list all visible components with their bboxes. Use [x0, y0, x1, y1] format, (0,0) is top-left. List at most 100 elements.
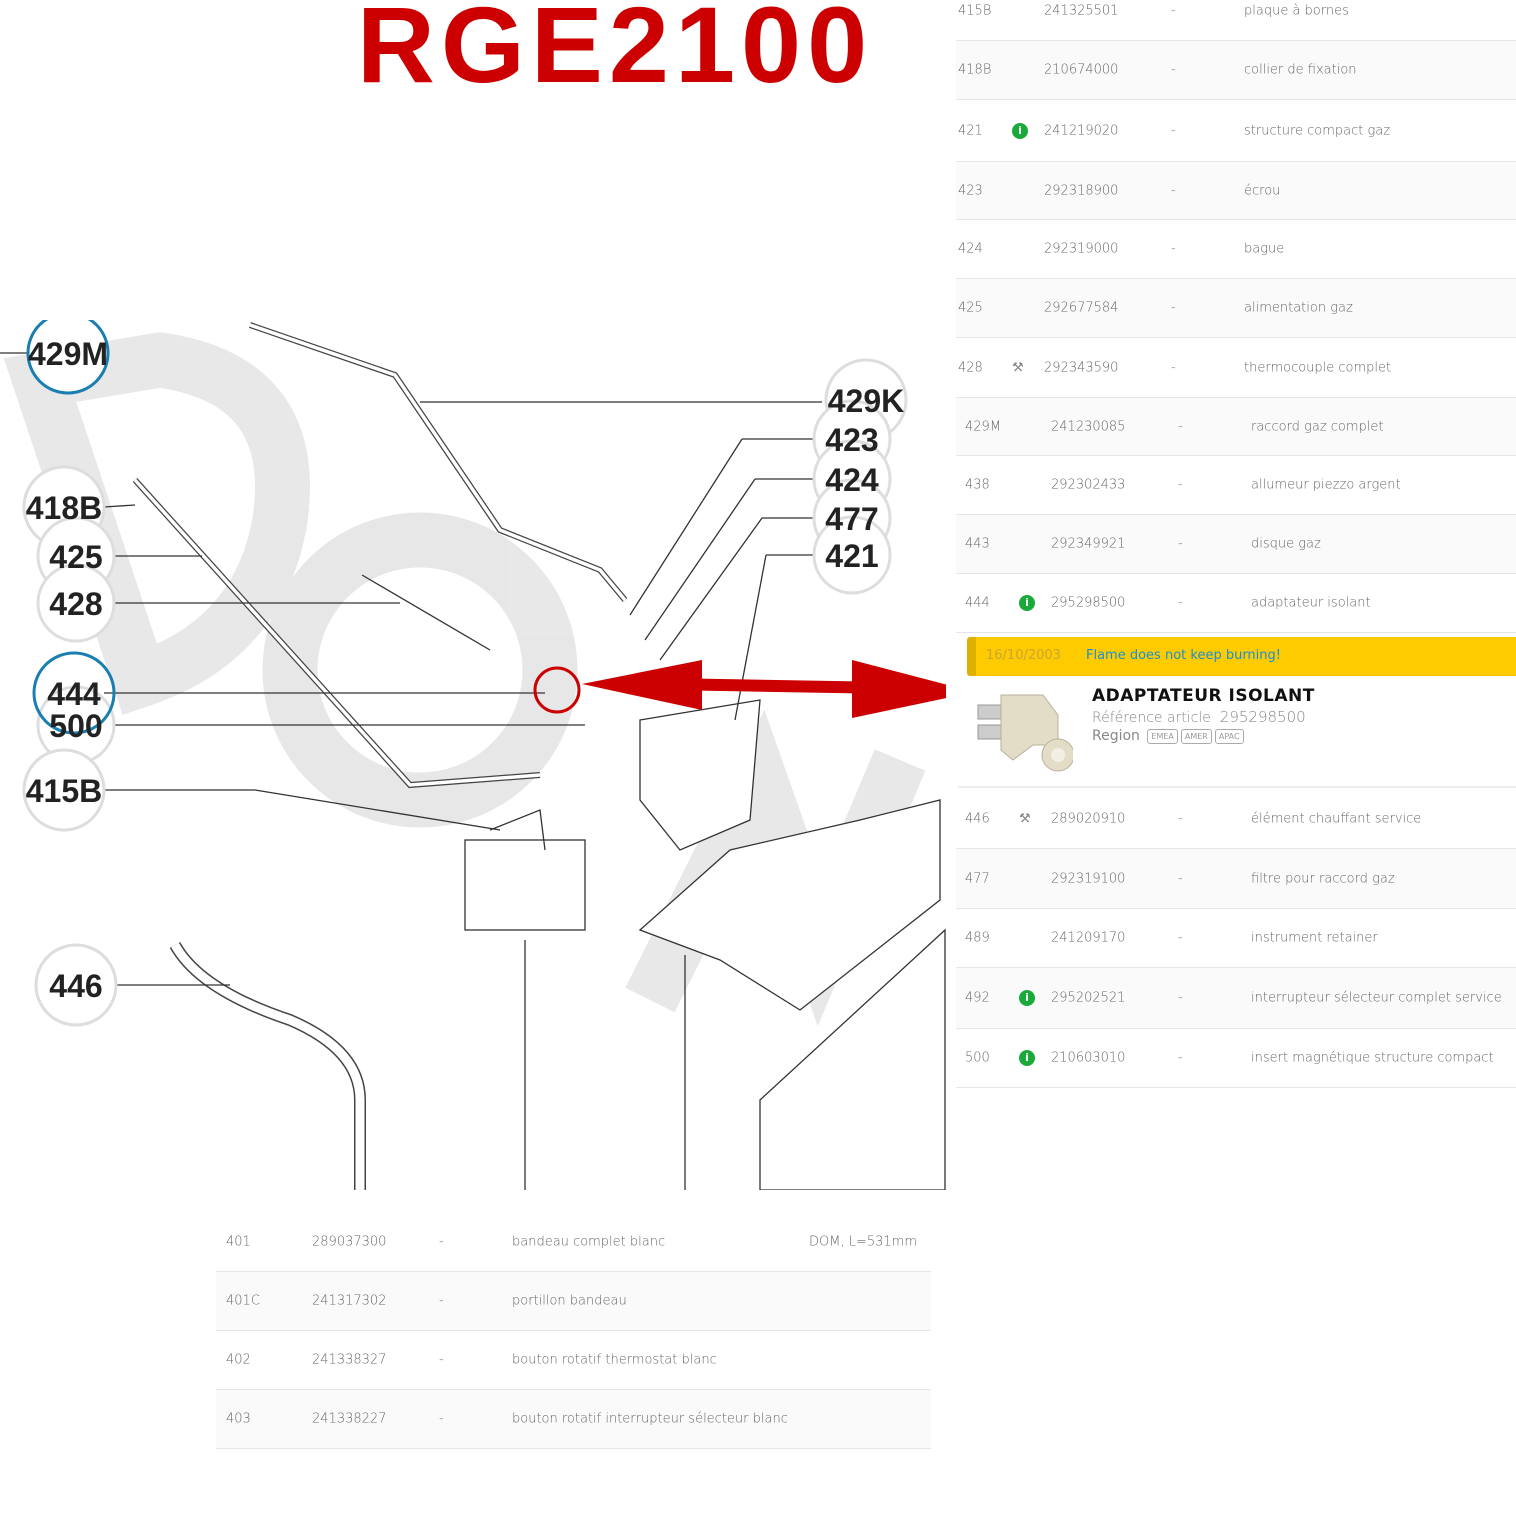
callout-415B[interactable]: 415B — [26, 773, 103, 809]
callout-421[interactable]: 421 — [825, 538, 878, 574]
cell-ref: 292343590 — [1044, 360, 1119, 375]
cell-dash: - — [1178, 1050, 1183, 1066]
table-row[interactable]: 428⚒292343590-thermocouple complet — [956, 338, 1516, 398]
cell-ref: 295298500 — [1051, 595, 1126, 611]
double-arrow-pointer — [582, 660, 946, 718]
cell-desc: insert magnétique structure compact — [1251, 1050, 1494, 1066]
cell-desc: portillon bandeau — [512, 1293, 627, 1309]
alert-message-link[interactable]: Flame does not keep burning! — [1086, 648, 1281, 663]
part-detail-card: ADAPTATEUR ISOLANT Référence article 295… — [958, 680, 1516, 788]
cell-num: 401 — [226, 1234, 251, 1250]
cell-num: 425 — [958, 300, 983, 316]
cell-desc: disque gaz — [1251, 536, 1321, 552]
callout-labels: 429M 429K 423 424 477 421 418B 425 428 4… — [26, 336, 905, 1004]
service-tool-icon[interactable]: ⚒ — [1019, 811, 1031, 826]
callout-circle-429M[interactable] — [26, 320, 110, 395]
cell-ref: 295202521 — [1051, 990, 1126, 1006]
cell-dash: - — [439, 1234, 444, 1250]
cell-ref: 292677584 — [1044, 300, 1119, 316]
callout-418B[interactable]: 418B — [26, 490, 103, 526]
cell-dash: - — [1178, 930, 1183, 946]
cell-desc: élément chauffant service — [1251, 811, 1422, 826]
cell-desc: bandeau complet blanc — [512, 1234, 666, 1250]
cell-num: 401C — [226, 1293, 260, 1309]
cell-dash: - — [1171, 123, 1176, 138]
model-title: RGE2100 — [356, 0, 874, 105]
callout-circle-446[interactable] — [34, 943, 118, 1027]
cell-desc: collier de fixation — [1244, 62, 1357, 78]
cell-desc: bague — [1244, 241, 1285, 257]
cell-dash: - — [1178, 871, 1183, 886]
callout-circle-444[interactable] — [32, 651, 116, 735]
callout-424[interactable]: 424 — [825, 462, 879, 498]
callout-444[interactable]: 444 — [47, 676, 101, 712]
callout-477[interactable]: 477 — [825, 501, 878, 537]
cell-ref: 292318900 — [1044, 183, 1119, 198]
callout-446[interactable]: 446 — [49, 968, 102, 1004]
cell-dash: - — [1171, 183, 1176, 198]
cell-ref: 292319100 — [1051, 871, 1126, 886]
cell-num: 402 — [226, 1352, 251, 1368]
exploded-parts-diagram: 429M 429K 423 424 477 421 418B 425 428 4… — [0, 320, 946, 1190]
callout-circle-421[interactable] — [812, 515, 892, 595]
table-row[interactable]: 446⚒289020910-élément chauffant service — [956, 789, 1516, 849]
callout-circle-415B[interactable] — [22, 748, 106, 832]
cell-ref: 292319000 — [1044, 241, 1119, 257]
cell-num: 489 — [965, 930, 990, 946]
region-badge-emea: EMEA — [1147, 728, 1178, 744]
cell-dash: - — [439, 1352, 444, 1368]
callout-425[interactable]: 425 — [49, 539, 102, 575]
selected-part-highlight — [533, 666, 581, 714]
cell-num: 424 — [958, 241, 983, 257]
cell-ref: 241317302 — [312, 1293, 387, 1309]
region-badge-apac: APAC — [1214, 728, 1244, 744]
cell-desc: raccord gaz complet — [1251, 419, 1384, 434]
table-row[interactable]: 401C 241317302 - portillon bandeau — [216, 1272, 931, 1331]
alert-date: 16/10/2003 — [986, 648, 1061, 663]
cell-num: 421 — [958, 123, 983, 138]
cell-desc: alimentation gaz — [1244, 300, 1353, 316]
cell-num: 446 — [965, 811, 990, 826]
callout-423[interactable]: 423 — [825, 422, 878, 458]
callout-circle-428[interactable] — [36, 563, 116, 643]
cell-dash: - — [1178, 419, 1183, 434]
cell-ref: 241209170 — [1051, 930, 1126, 946]
service-tool-icon[interactable]: ⚒ — [1012, 360, 1024, 375]
callout-429K[interactable]: 429K — [828, 383, 905, 419]
service-alert[interactable]: 16/10/2003 Flame does not keep burning! — [967, 637, 1516, 676]
cell-ref: 289020910 — [1051, 811, 1126, 826]
callout-500[interactable]: 500 — [49, 708, 102, 744]
cell-num: 444 — [965, 595, 990, 611]
cell-desc: écrou — [1244, 183, 1281, 198]
cell-ref: 210674000 — [1044, 62, 1119, 78]
ref-label: Référence article — [1092, 710, 1211, 726]
callout-429M[interactable]: 429M — [28, 336, 108, 372]
callout-428[interactable]: 428 — [49, 586, 102, 622]
cell-desc: interrupteur sélecteur complet service — [1251, 990, 1502, 1006]
cell-dash: - — [1178, 477, 1183, 493]
cell-dash: - — [439, 1411, 444, 1427]
cell-dash: - — [439, 1293, 444, 1309]
cell-ref: 210603010 — [1051, 1050, 1126, 1066]
cell-num: 403 — [226, 1411, 251, 1427]
cell-note: DOM, L=531mm — [809, 1234, 917, 1250]
